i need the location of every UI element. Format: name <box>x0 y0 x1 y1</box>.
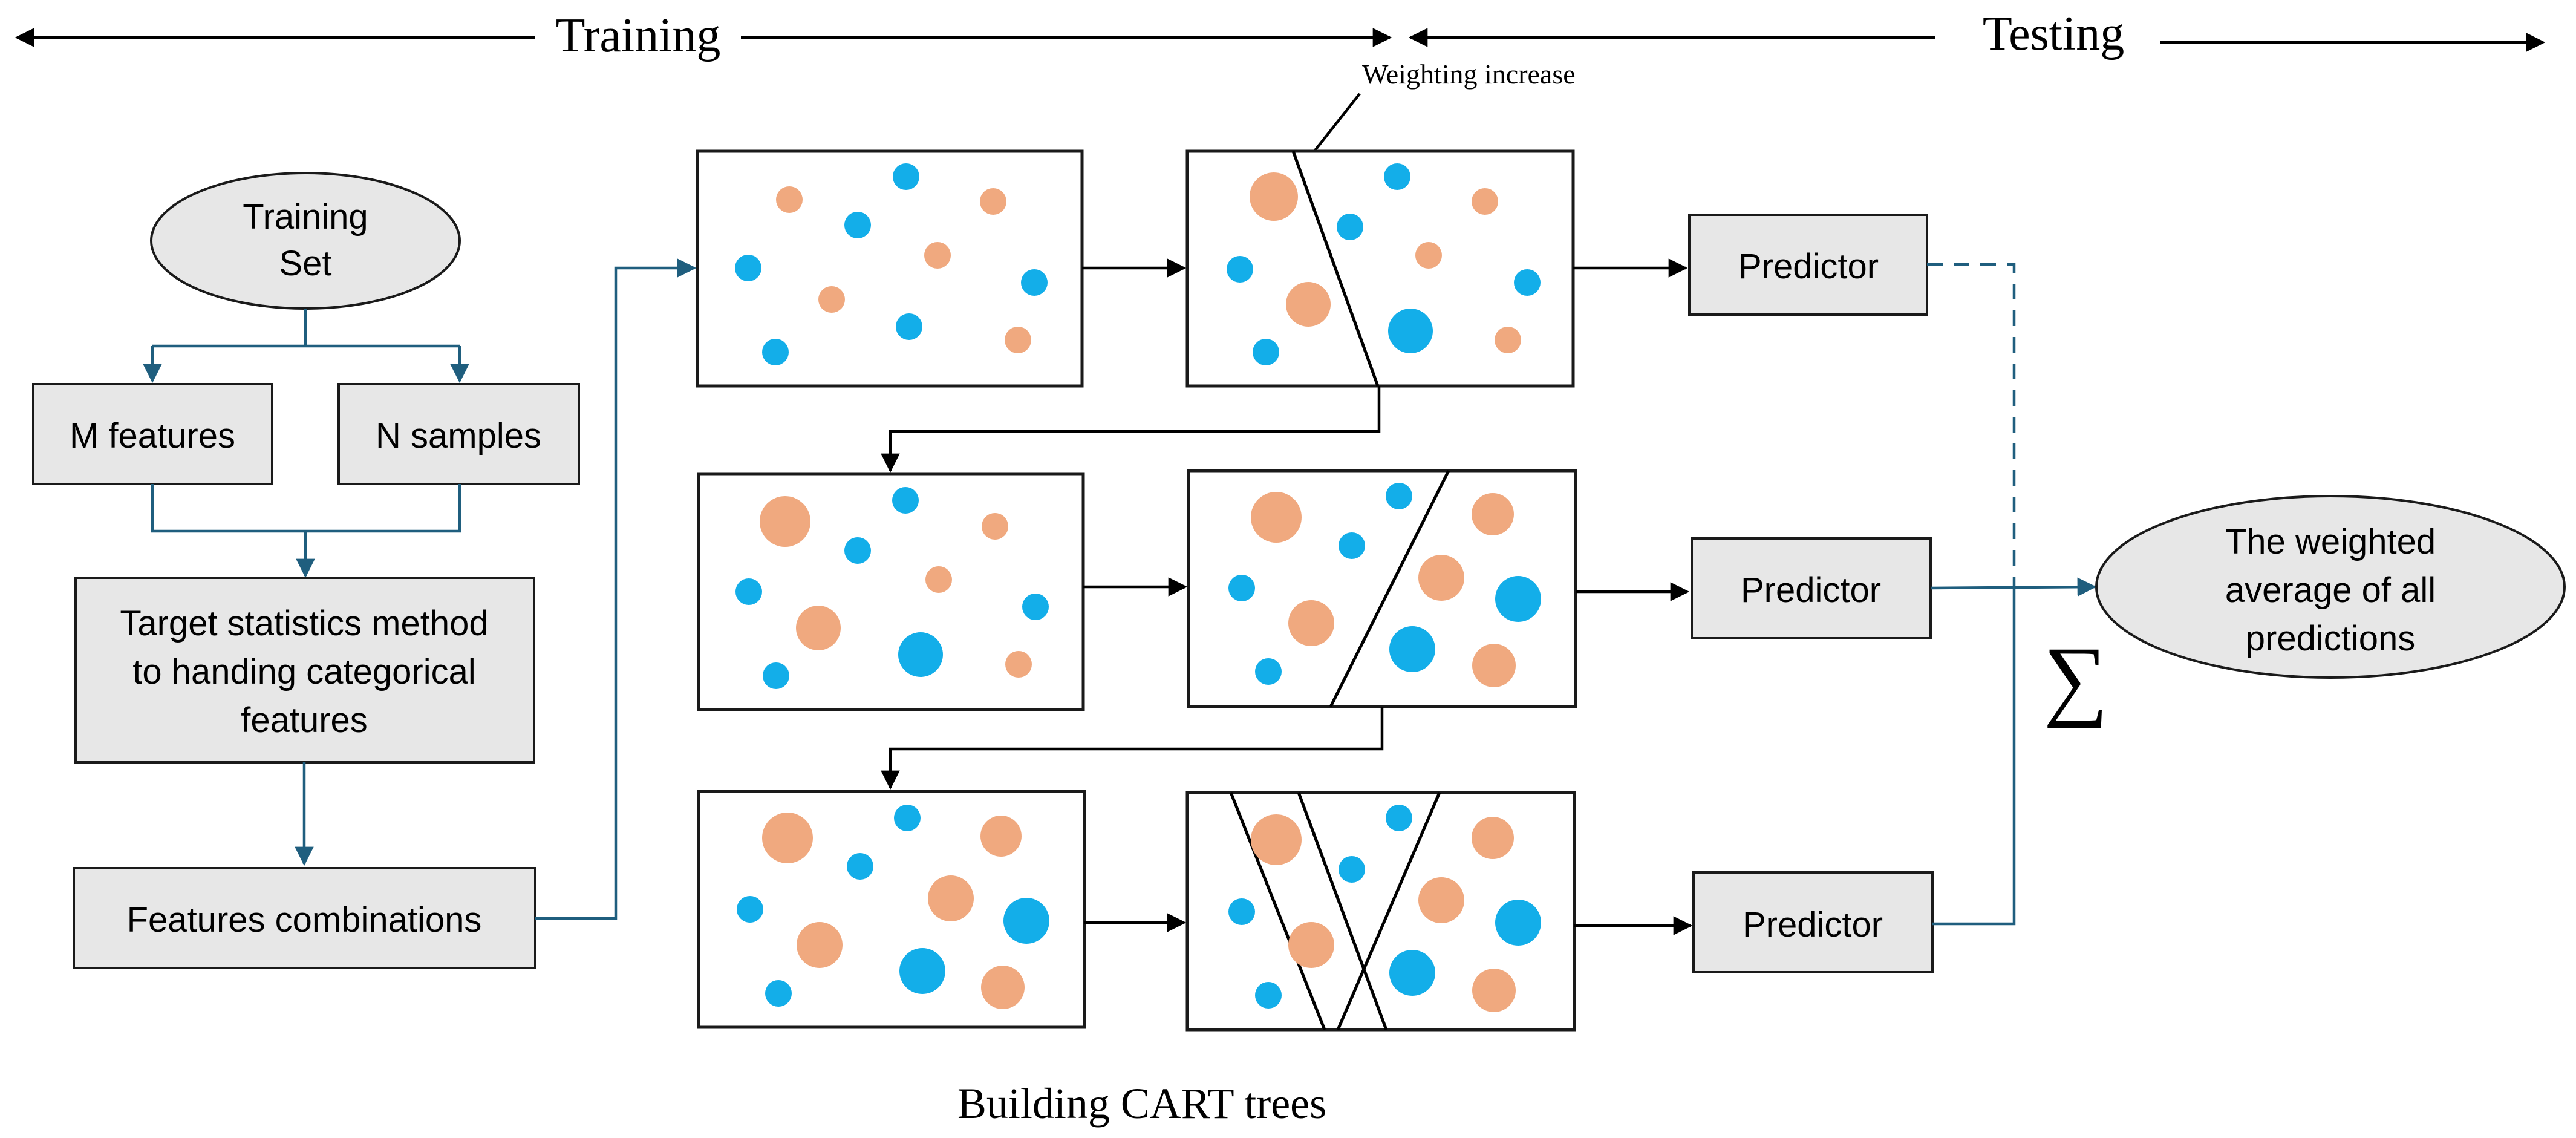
weighting-increase-label: Weighting increase <box>1362 59 1576 90</box>
sample-panel-row1-initial <box>696 149 1084 388</box>
training-label: Training <box>556 9 721 62</box>
testing-phase-indicator: Testing <box>1408 7 2546 60</box>
sample-panel-row2-split <box>1187 469 1577 708</box>
predictor-1-label: Predictor <box>1738 247 1879 286</box>
sample-panel-row1-split <box>1185 149 1575 388</box>
arrow-row2-to-row3 <box>881 707 1384 790</box>
arrow-row1-to-row2 <box>881 386 1381 473</box>
sigma-symbol: ∑ <box>2044 629 2108 729</box>
training-set-line-1: Training <box>243 197 368 237</box>
n-samples-label: N samples <box>376 416 541 456</box>
building-cart-trees-caption: Building CART trees <box>957 1079 1326 1128</box>
n-samples-node: N samples <box>337 383 580 485</box>
sample-panel-row2-weighted <box>697 472 1085 711</box>
target-statistics-line-2: to handing categorical <box>132 652 476 692</box>
target-statistics-line-3: features <box>241 701 368 740</box>
features-combinations-node: Features combinations <box>73 867 536 969</box>
training-phase-indicator: Training <box>15 9 1392 62</box>
weighted-average-node: The weighted average of all predictions <box>2095 495 2566 679</box>
predictor-2-label: Predictor <box>1741 571 1881 610</box>
m-features-label: M features <box>70 416 235 456</box>
m-features-node: M features <box>32 383 273 485</box>
target-statistics-node: Target statistics method to handing cate… <box>74 577 535 764</box>
target-statistics-line-1: Target statistics method <box>120 604 488 643</box>
weighted-average-line-3: predictions <box>2246 619 2415 658</box>
sample-panel-row3-weighted <box>697 790 1086 1029</box>
predictor-3-link <box>1932 587 2016 926</box>
predictor-3-label: Predictor <box>1743 905 1883 944</box>
split-connector <box>152 309 460 348</box>
merge-connector <box>151 484 461 574</box>
predictor-3-node: Predictor <box>1692 871 1934 973</box>
weighted-average-line-2: average of all <box>2225 571 2436 610</box>
training-set-node: Training Set <box>150 172 461 310</box>
weighted-average-line-1: The weighted <box>2225 522 2436 561</box>
predictor-2-to-average-arrow <box>1930 577 2097 597</box>
testing-label: Testing <box>1983 7 2124 60</box>
sample-panel-row3-split <box>1185 791 1576 1032</box>
arrow-to-first-panel <box>535 258 697 920</box>
predictor-1-dashed-link <box>1927 263 2016 587</box>
predictor-1-node: Predictor <box>1688 214 1928 316</box>
training-set-line-2: Set <box>279 244 331 283</box>
features-combinations-label: Features combinations <box>127 900 482 940</box>
predictor-2-node: Predictor <box>1691 537 1932 639</box>
